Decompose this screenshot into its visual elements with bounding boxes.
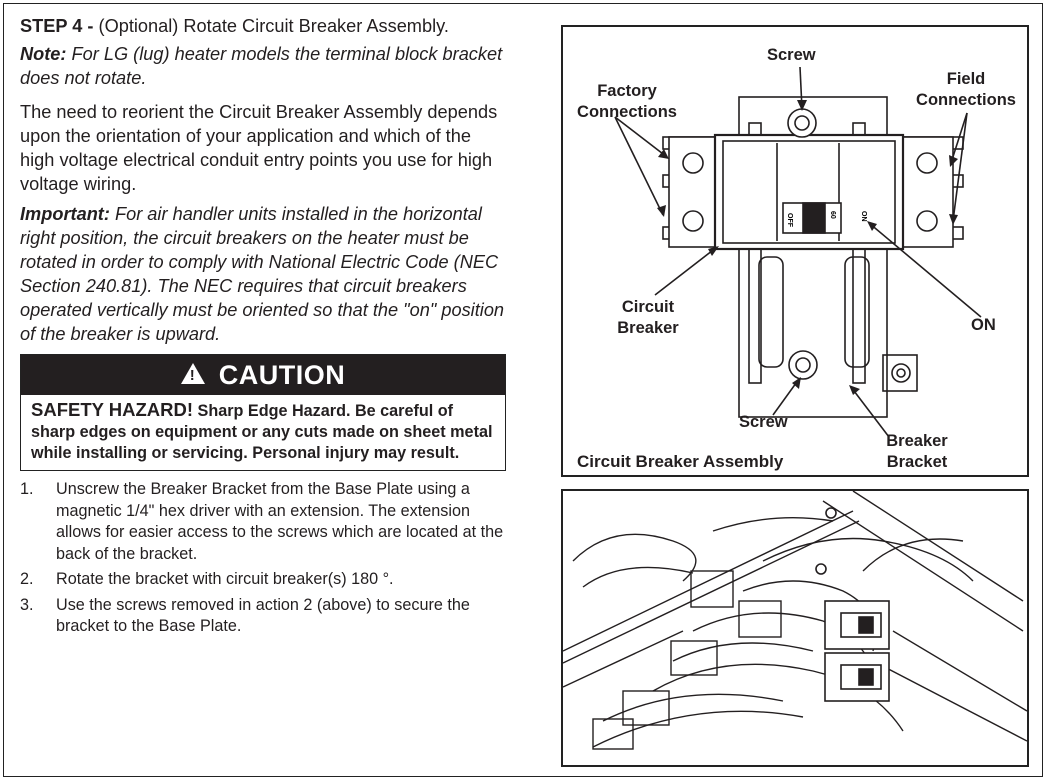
important-paragraph: Important: For air handler units install… (20, 202, 508, 346)
note-paragraph: Note: For LG (lug) heater models the ter… (20, 42, 508, 90)
caution-title: CAUTION (218, 359, 346, 390)
list-item: 2. Rotate the bracket with circuit breake… (20, 569, 508, 591)
switch-on-label: ON (860, 211, 867, 222)
page-frame (3, 3, 1043, 777)
breaker-assembly-illustration: OFF 60 ON (614, 66, 982, 438)
list-item-number: 3. (20, 595, 34, 614)
important-label: Important: (20, 204, 110, 224)
list-item-number: 1. (20, 480, 34, 498)
steps-list: 1. Unscrew the Breaker Bracket from the B… (20, 479, 508, 638)
warning-triangle-icon: ! (180, 362, 205, 384)
instructions-column: STEP 4 - (Optional) Rotate Circuit Break… (20, 14, 508, 642)
list-item: 1. Unscrew the Breaker Bracket from the B… (20, 479, 508, 565)
caution-hazard: SAFETY HAZARD! (31, 399, 194, 420)
list-item-text: Rotate the bracket with circuit breaker(… (56, 570, 394, 588)
on-label: ON (971, 316, 996, 334)
screw-bottom-label: Screw (739, 413, 788, 431)
note-text: For LG (lug) heater models the terminal … (20, 44, 503, 88)
field-connections-label: Field Connections (916, 70, 1016, 109)
body-paragraph: The need to reorient the Circuit Breaker… (20, 102, 498, 194)
switch-off-label: OFF (786, 213, 793, 228)
list-item-number: 2. (20, 570, 34, 588)
caution-header: ! CAUTION (21, 355, 505, 395)
breaker-bracket-label: Breaker Bracket (886, 432, 948, 471)
heater-wiring-drawing (563, 491, 1027, 750)
caution-box: ! CAUTION SAFETY HAZARD! Sharp Edge Haza… (20, 354, 506, 471)
list-item-text: Unscrew the Breaker Bracket from the Bas… (56, 480, 504, 563)
step-heading: STEP 4 - (Optional) Rotate Circuit Break… (20, 14, 508, 38)
circuit-breaker-diagram: OFF 60 ON Screw Factory Connections Fiel… (561, 25, 1029, 477)
factory-connections-label: Factory Connections (577, 82, 677, 121)
heater-wiring-illustration (561, 489, 1029, 767)
step-label: STEP 4 - (20, 16, 94, 36)
switch-60-label: 60 (829, 211, 836, 219)
list-item: 3. Use the screws removed in action 2 (ab… (20, 595, 508, 638)
list-item-text: Use the screws removed in action 2 (abov… (56, 595, 470, 636)
step-title: (Optional) Rotate Circuit Breaker Assemb… (93, 16, 449, 36)
circuit-breaker-label: Circuit Breaker (617, 298, 679, 337)
caution-text: Sharp Edge Hazard. Be careful of sharp e… (31, 402, 493, 462)
important-text: For air handler units installed in the h… (20, 204, 505, 344)
caution-body: SAFETY HAZARD! Sharp Edge Hazard. Be car… (21, 395, 505, 470)
screw-top-label: Screw (767, 46, 816, 64)
diagram-caption: Circuit Breaker Assembly (577, 452, 784, 471)
note-label: Note: (20, 44, 67, 64)
